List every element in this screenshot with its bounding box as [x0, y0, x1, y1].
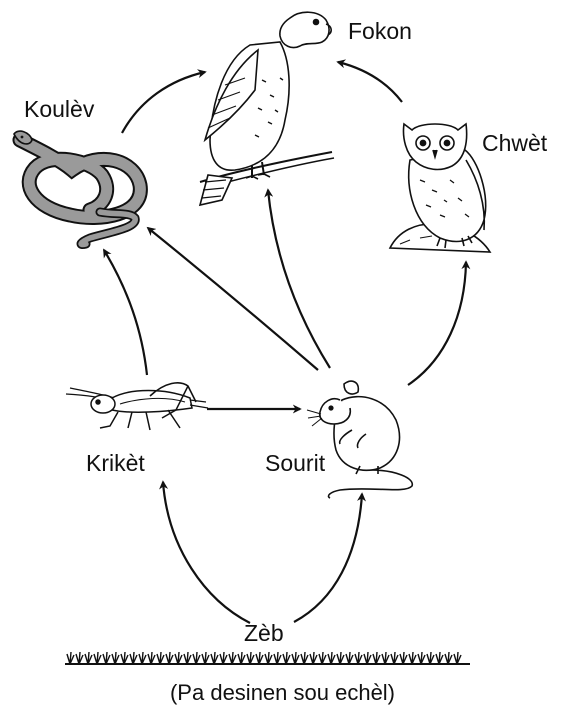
grass-illustration — [65, 652, 470, 664]
caption-not-to-scale: (Pa desinen sou echèl) — [0, 680, 565, 706]
label-owl: Chwèt — [482, 132, 547, 155]
owl-illustration — [390, 124, 490, 252]
arrow-cricket-to-snake — [104, 250, 147, 375]
mouse-illustration — [307, 381, 412, 498]
cricket-illustration — [66, 383, 208, 430]
arrow-snake-to-hawk — [122, 72, 205, 133]
label-grass: Zèb — [244, 622, 284, 645]
arrow-grass-to-cricket — [163, 482, 250, 623]
label-snake: Koulèv — [24, 98, 94, 121]
arrow-mouse-to-hawk — [268, 190, 330, 368]
snake-illustration — [14, 131, 140, 244]
arrow-grass-to-mouse — [294, 494, 362, 622]
hawk-illustration — [200, 12, 334, 205]
arrow-mouse-to-owl — [408, 262, 466, 385]
arrow-mouse-to-snake — [148, 228, 318, 370]
label-hawk: Fokon — [348, 20, 412, 43]
label-cricket: Krikèt — [86, 452, 145, 475]
arrow-owl-to-hawk — [338, 62, 402, 102]
label-mouse: Sourit — [265, 452, 325, 475]
